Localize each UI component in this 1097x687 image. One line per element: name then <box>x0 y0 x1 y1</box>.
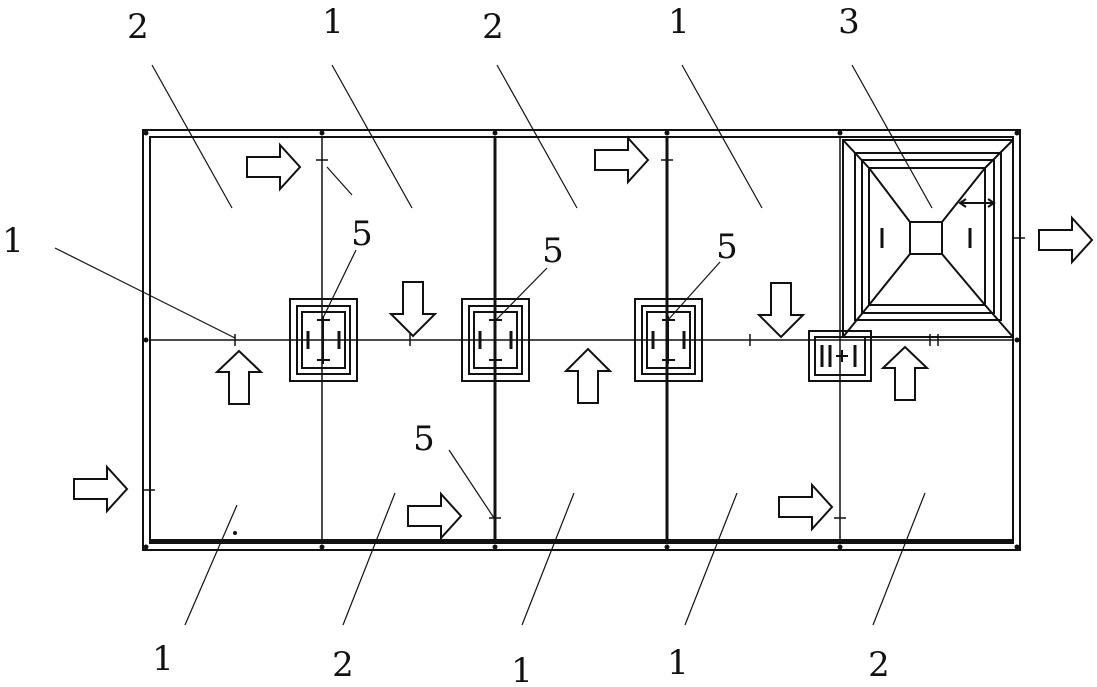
label-bottom-1: 1 <box>152 639 174 679</box>
label-top-5: 3 <box>838 2 860 42</box>
label-left: 1 <box>2 221 24 261</box>
label-top-4: 1 <box>668 2 690 42</box>
hopper-unit <box>842 139 1014 338</box>
arrow-up-1 <box>214 349 264 405</box>
label-bottom-5: 2 <box>868 645 890 685</box>
label-mid-4: 5 <box>413 419 435 459</box>
label-mid-1: 5 <box>351 214 373 254</box>
label-mid-3: 5 <box>716 227 738 267</box>
label-top-2: 1 <box>322 2 344 42</box>
leader-lines <box>54 64 933 626</box>
arrow-right-3 <box>73 464 129 514</box>
arrow-right-4 <box>407 491 463 541</box>
label-top-1: 2 <box>127 7 149 47</box>
frame-bolts <box>143 130 1020 550</box>
outer-frame <box>142 129 1021 551</box>
label-bottom-2: 2 <box>332 645 354 685</box>
label-bottom-4: 1 <box>667 643 689 683</box>
tick-marks <box>143 159 1025 519</box>
label-top-3: 2 <box>482 7 504 47</box>
outlet-box-3 <box>634 298 703 382</box>
label-bottom-3: 1 <box>511 651 533 687</box>
outlet-box-1 <box>289 298 358 382</box>
arrow-down-2 <box>756 282 806 339</box>
arrow-right-2 <box>594 135 650 185</box>
outlet-box-4 <box>808 330 872 382</box>
arrow-up-3 <box>880 345 930 401</box>
arrow-up-2 <box>563 347 613 404</box>
outlet-box-2 <box>461 298 530 382</box>
arrow-right-1 <box>246 142 302 192</box>
arrow-right-5 <box>778 482 834 532</box>
arrow-down-1 <box>388 281 438 338</box>
label-mid-2: 5 <box>542 231 564 271</box>
arrow-right-outlet <box>1038 215 1094 265</box>
